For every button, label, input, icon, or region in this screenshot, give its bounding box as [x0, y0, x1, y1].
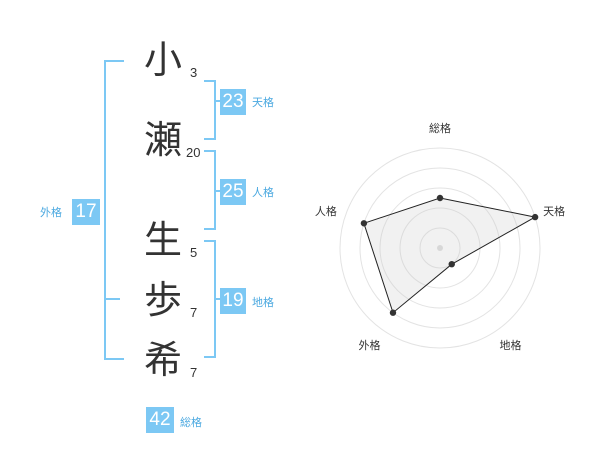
- tenkaku-label: 天格: [252, 96, 274, 109]
- radar-ring: [379, 187, 501, 309]
- radar-ring: [339, 147, 541, 349]
- radar-axis-label: 外格: [358, 338, 380, 352]
- kanji-4: 歩: [143, 278, 182, 322]
- radar-center: [437, 245, 443, 251]
- kanji-3: 生: [143, 218, 182, 262]
- chikaku-label: 地格: [252, 296, 274, 309]
- jinkaku-label: 人格: [252, 186, 274, 199]
- radar-axis-label: 人格: [315, 204, 337, 218]
- radar-data-area: [363, 197, 537, 314]
- stroke-count-4: 7: [190, 305, 198, 320]
- stroke-count-2: 20: [186, 145, 201, 160]
- stroke-count-1: 3: [190, 65, 198, 80]
- radar-point: [360, 220, 368, 227]
- radar-point: [389, 309, 397, 316]
- gaikaku-bracket: [104, 60, 124, 360]
- kanji-1: 小: [143, 38, 182, 82]
- chikaku-bracket-tick: [214, 298, 222, 300]
- kanji-5: 希: [143, 338, 182, 382]
- jinkaku-bracket-tick: [214, 190, 222, 192]
- radar-axis-label: 天格: [543, 204, 565, 218]
- gaikaku-badge: 17: [72, 199, 100, 225]
- radar-ring: [359, 167, 521, 329]
- tenkaku-badge: 23: [220, 89, 246, 115]
- radar-point: [448, 260, 455, 268]
- radar-axis-label: 総格: [429, 121, 451, 135]
- soukaku-badge: 42: [146, 407, 174, 433]
- radar-point: [531, 213, 539, 221]
- chikaku-badge: 19: [220, 288, 246, 314]
- kanji-2: 瀬: [143, 118, 182, 162]
- tenkaku-bracket: [204, 80, 216, 140]
- stroke-count-3: 5: [190, 245, 198, 260]
- soukaku-label: 総格: [180, 416, 202, 429]
- stroke-count-5: 7: [190, 365, 198, 380]
- gaikaku-label: 外格: [40, 206, 62, 219]
- radar-axis-label: 地格: [500, 338, 522, 352]
- jinkaku-badge: 25: [220, 179, 246, 205]
- tenkaku-bracket-tick: [214, 100, 222, 102]
- radar-point: [436, 194, 444, 202]
- gaikaku-bracket-tick: [104, 298, 120, 300]
- radar-ring: [419, 227, 461, 269]
